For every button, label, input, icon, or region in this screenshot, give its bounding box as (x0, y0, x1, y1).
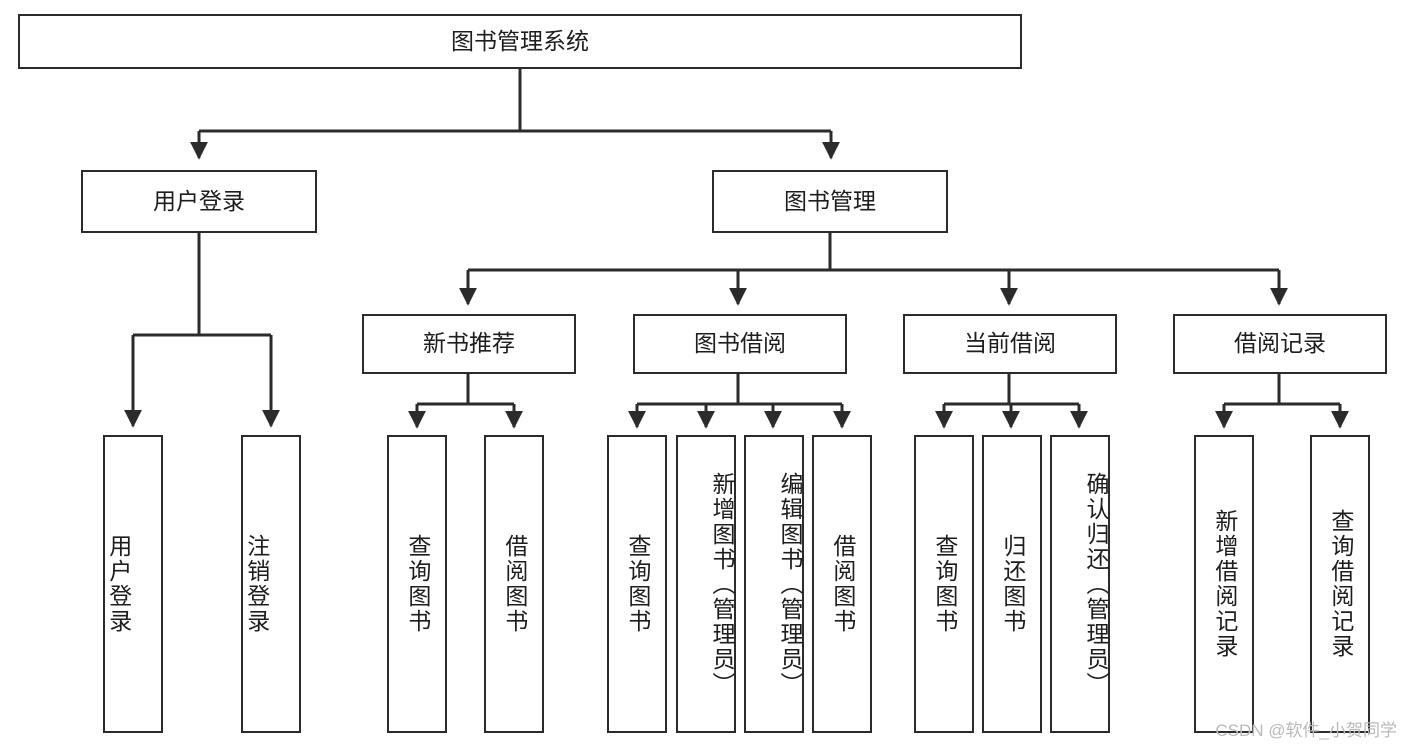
leaf-user-login-login[interactable]: 用户登录 (103, 435, 163, 733)
node-label: 查询借阅记录 (1327, 509, 1354, 659)
node-label: 编辑图书（管理员） (777, 471, 803, 697)
node-user-login[interactable]: 用户登录 (81, 170, 317, 233)
leaf-new-book-borrow-book[interactable]: 借阅图书 (484, 435, 544, 733)
leaf-current-borrow-return-book[interactable]: 归还图书 (982, 435, 1042, 733)
node-label: 用户登录 (153, 187, 245, 214)
node-label: 新增图书（管理员） (709, 471, 735, 697)
node-label: 用户登录 (105, 534, 132, 634)
node-label: 注销登录 (243, 534, 270, 634)
node-label: 借阅记录 (1234, 330, 1326, 357)
csdn-watermark: CSDN @软件_小贺同学 (1215, 721, 1397, 740)
node-borrow-record[interactable]: 借阅记录 (1173, 314, 1387, 374)
node-new-book-recommend[interactable]: 新书推荐 (362, 314, 576, 374)
leaf-book-borrow-query-book[interactable]: 查询图书 (607, 435, 667, 733)
node-label: 图书借阅 (694, 330, 786, 357)
leaf-book-borrow-borrow-book[interactable]: 借阅图书 (812, 435, 872, 733)
node-current-borrow[interactable]: 当前借阅 (903, 314, 1117, 374)
node-label: 新增借阅记录 (1211, 509, 1238, 659)
node-book-borrow[interactable]: 图书借阅 (633, 314, 847, 374)
node-label: 借阅图书 (829, 534, 856, 634)
node-label: 借阅图书 (501, 534, 528, 634)
node-label: 图书管理系统 (451, 27, 589, 54)
node-label: 查询图书 (931, 534, 958, 634)
leaf-borrow-record-add-record[interactable]: 新增借阅记录 (1194, 435, 1254, 733)
node-book-management[interactable]: 图书管理 (712, 170, 948, 233)
leaf-current-borrow-query-book[interactable]: 查询图书 (914, 435, 974, 733)
node-label: 查询图书 (404, 534, 431, 634)
node-label: 当前借阅 (964, 330, 1056, 357)
node-label: 新书推荐 (423, 330, 515, 357)
node-label: 查询图书 (624, 534, 651, 634)
leaf-borrow-record-query-record[interactable]: 查询借阅记录 (1310, 435, 1370, 733)
leaf-user-login-logout[interactable]: 注销登录 (241, 435, 301, 733)
leaf-new-book-query-book[interactable]: 查询图书 (387, 435, 447, 733)
leaf-book-borrow-edit-book-admin[interactable]: 编辑图书（管理员） (744, 435, 804, 733)
node-label: 图书管理 (784, 187, 876, 214)
node-label: 归还图书 (999, 534, 1026, 634)
node-book-management-system[interactable]: 图书管理系统 (18, 14, 1022, 69)
leaf-current-borrow-confirm-return-admin[interactable]: 确认归还（管理员） (1050, 435, 1110, 733)
leaf-book-borrow-add-book-admin[interactable]: 新增图书（管理员） (676, 435, 736, 733)
node-label: 确认归还（管理员） (1083, 471, 1109, 697)
